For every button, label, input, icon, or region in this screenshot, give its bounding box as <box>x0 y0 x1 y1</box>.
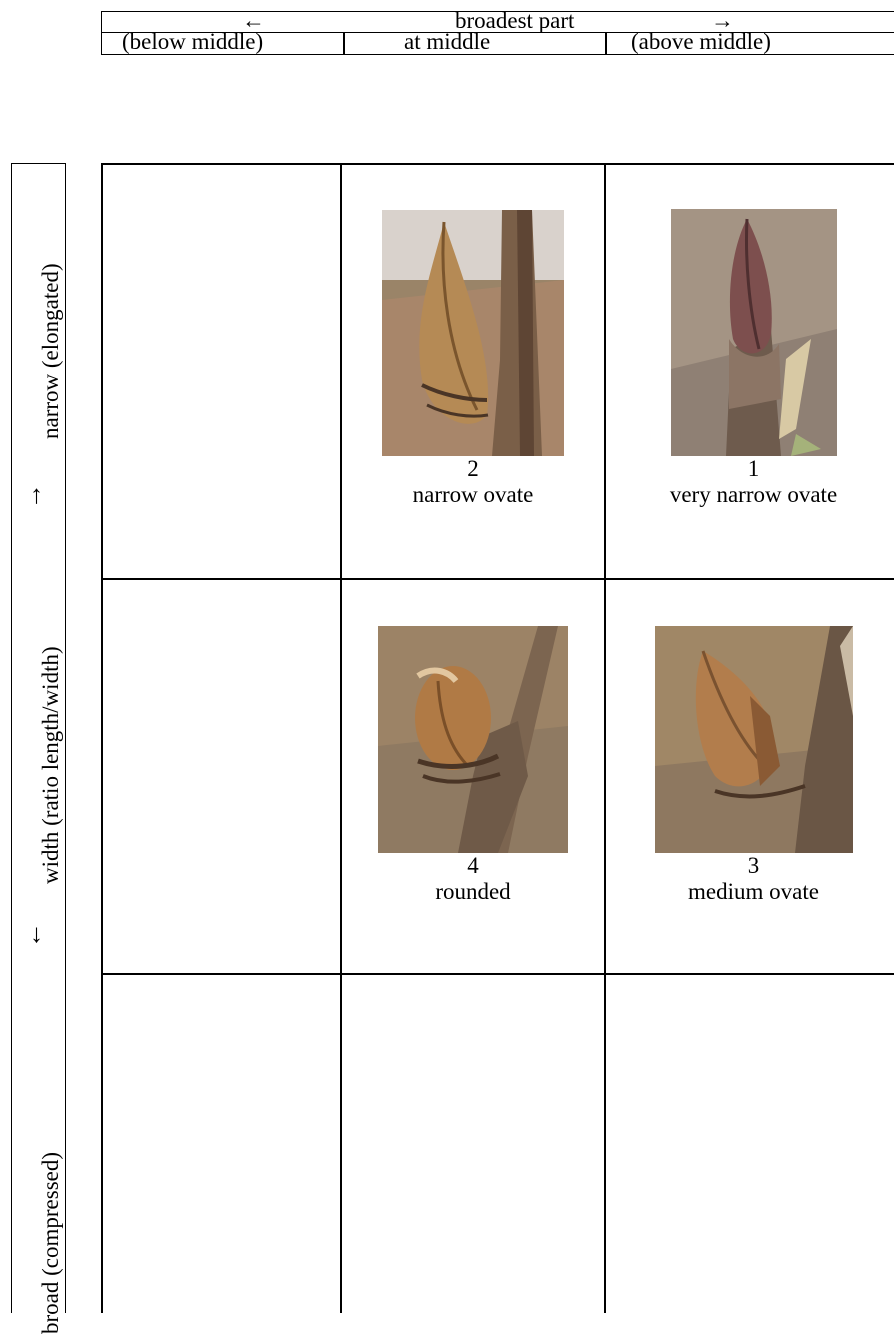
axis-label-width: width (ratio length/width) <box>39 646 63 884</box>
arrow-down-icon: ↓ <box>30 921 43 947</box>
cell-rounded: 4 rounded <box>342 626 604 905</box>
cell-caption: medium ovate <box>606 879 894 905</box>
arrow-up-icon: ↑ <box>30 482 43 508</box>
bud-photo-medium-ovate <box>655 626 853 853</box>
grid-line <box>101 163 894 165</box>
header-row-positions: (below middle) at middle (above middle) <box>102 33 894 55</box>
bud-shape-grid: 2 narrow ovate 1 very narrow ovate <box>101 163 894 1313</box>
cell-number: 1 <box>606 456 894 482</box>
bud-photo-very-narrow-ovate <box>671 209 837 456</box>
cell-number: 4 <box>342 853 604 879</box>
grid-line <box>101 578 894 580</box>
width-axis: narrow (elongated) ↑ width (ratio length… <box>11 163 66 1313</box>
header-col-above-middle: (above middle) <box>631 30 771 54</box>
grid-line <box>101 163 103 1313</box>
axis-label-broad: broad (compressed) <box>39 1152 63 1334</box>
cell-medium-ovate: 3 medium ovate <box>606 626 894 905</box>
cell-very-narrow-ovate: 1 very narrow ovate <box>606 209 894 508</box>
cell-caption: very narrow ovate <box>606 482 894 508</box>
cell-number: 3 <box>606 853 894 879</box>
header-col-below-middle: (below middle) <box>122 30 263 54</box>
broadest-part-header: ← broadest part → (below middle) at midd… <box>101 11 894 55</box>
header-divider <box>605 33 607 54</box>
axis-label-narrow: narrow (elongated) <box>39 263 63 439</box>
bud-photo-rounded <box>378 626 568 853</box>
cell-caption: rounded <box>342 879 604 905</box>
header-divider <box>343 33 345 54</box>
header-col-at-middle: at middle <box>404 30 490 54</box>
grid-line <box>101 973 894 975</box>
bud-photo-narrow-ovate <box>382 210 564 456</box>
cell-narrow-ovate: 2 narrow ovate <box>342 210 604 508</box>
cell-number: 2 <box>342 456 604 482</box>
cell-caption: narrow ovate <box>342 482 604 508</box>
